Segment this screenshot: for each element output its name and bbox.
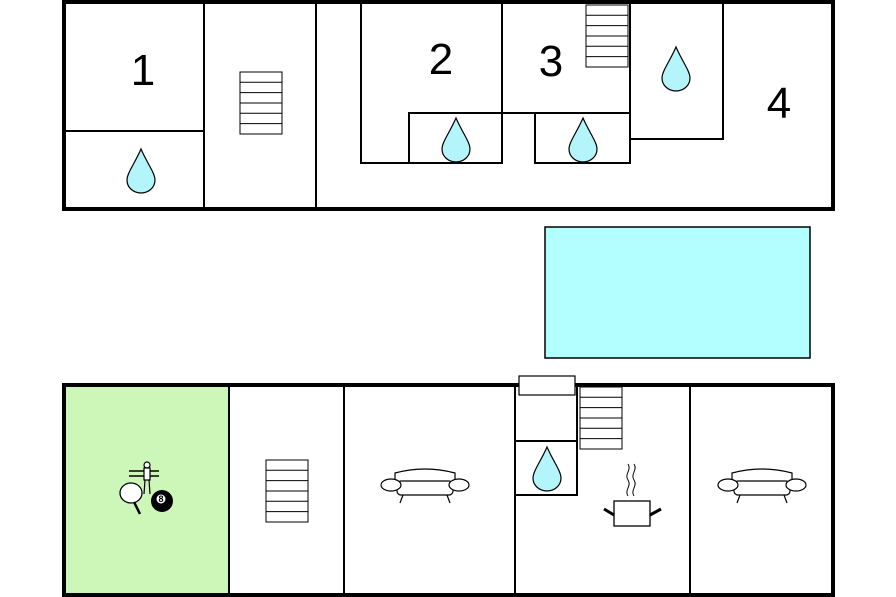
stairs-icon xyxy=(585,4,629,68)
wall xyxy=(630,2,724,140)
billiard-ball-number: 8 xyxy=(158,494,163,504)
bedroom-3-label: 3 xyxy=(539,37,563,86)
game-room xyxy=(64,385,229,595)
upper-floor: 1 2 3 4 xyxy=(62,0,835,211)
sofa-icon xyxy=(717,468,807,504)
stairs-icon xyxy=(579,386,623,450)
table-football-icon xyxy=(129,461,159,495)
stairs-icon xyxy=(239,71,283,135)
bedroom-4-label: 4 xyxy=(767,79,791,128)
bedroom-1-label: 1 xyxy=(131,46,155,95)
entrance-canopy xyxy=(518,375,576,396)
sofa-icon xyxy=(380,468,470,504)
cooking-pot-icon xyxy=(603,463,662,527)
swimming-pool xyxy=(544,226,811,359)
upper-floor-outline xyxy=(62,0,835,211)
table-tennis-icon xyxy=(119,482,143,515)
stairs-icon xyxy=(265,459,309,523)
ground-floor-outline xyxy=(62,383,835,597)
billiard-ball-icon: 8 xyxy=(151,490,173,512)
bedroom-2-label: 2 xyxy=(429,35,453,84)
ground-floor: 8 xyxy=(62,375,835,597)
